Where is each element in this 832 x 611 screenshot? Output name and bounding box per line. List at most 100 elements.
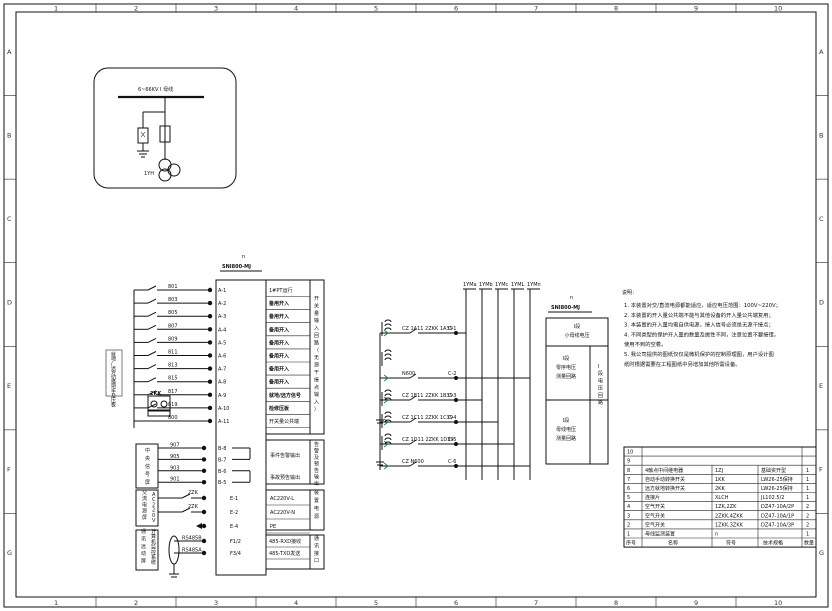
bom-cell: 2KK <box>715 486 725 492</box>
bom-cell: 空气开关 <box>645 521 665 528</box>
circuit-terminal: C-3 <box>448 393 456 399</box>
bom-cell: 基础资开型 <box>761 467 786 474</box>
grid-col-bottom: 5 <box>374 599 378 607</box>
grid-col-top: 1 <box>54 5 58 13</box>
terminal-id: E-1 <box>230 496 238 502</box>
grid-col-bottom: 1 <box>54 599 58 607</box>
terminal-dot <box>207 392 213 397</box>
circuit-label: CZ 1B11 2ZKK 1B39 <box>402 393 453 399</box>
bom-cell: 1 <box>806 468 809 474</box>
input-function: 检修压板 <box>269 405 290 412</box>
bom-cell: 2 <box>627 522 630 528</box>
bom-cell: XLCH <box>715 495 729 501</box>
terminal-id: B-7 <box>218 457 226 463</box>
bom-cell: 4触点中间继电器 <box>645 467 683 474</box>
bom-cell: 连接片 <box>645 494 660 501</box>
notes-title: 说明： <box>622 289 637 296</box>
note-line: 1. 本装置对交/直流电源都能适应，适应电压范围：100V~220V； <box>624 301 781 309</box>
left-note: 就地/远方切换把手及压板 <box>111 351 116 409</box>
terminal-id: A-8 <box>218 380 226 386</box>
note-line: 使用不到的空着。 <box>624 340 666 348</box>
bom-header: 序号 <box>626 540 636 547</box>
grid-row-left: B <box>7 131 11 139</box>
small-bus-label: 1YMa <box>463 282 477 288</box>
input-function: 备用开入 <box>268 326 289 333</box>
input-function: 备用开入 <box>268 379 289 386</box>
grid-row-right: G <box>819 549 824 557</box>
key-label: 2KK <box>150 391 162 397</box>
wire-number: 811 <box>168 350 178 356</box>
note-line: 2. 本装置的开入量公共端不能与其他设备的开入量公共端复用； <box>624 311 774 319</box>
group-f-label: 通讯接口 <box>314 535 319 564</box>
bom-cell: JL102.5/2 <box>760 495 784 501</box>
input-function: 就地/远方信号 <box>269 392 301 399</box>
terminal-dot <box>201 538 207 544</box>
measure-section: I段 <box>563 417 569 424</box>
grid-col-top: 6 <box>454 5 458 13</box>
comm-panel: 通讯远动屏 <box>141 528 146 565</box>
coil-winding <box>384 419 392 423</box>
grid-row-left: F <box>7 466 11 474</box>
terminal-dot <box>201 468 207 473</box>
coil-winding <box>384 389 392 393</box>
bom-cell: 7 <box>627 477 630 483</box>
coil-winding <box>384 319 392 323</box>
coil-winding <box>384 393 392 397</box>
bom-header: 数量 <box>804 540 814 547</box>
grid-col-top: 7 <box>534 5 538 13</box>
terminal-dot <box>201 445 207 451</box>
bom-cell: 8 <box>627 468 630 474</box>
terminal-id: B-8 <box>218 446 226 452</box>
input-function: 备用开入 <box>268 300 289 307</box>
terminal-dot <box>207 366 213 371</box>
grid-col-top: 9 <box>694 5 698 13</box>
circuit-terminal: C-4 <box>448 415 456 421</box>
measure-section: I段 <box>563 355 569 362</box>
primary-diagram: 6~66KV I 母线 1YH <box>93 67 237 189</box>
bom-cell: 1ZKK,3ZKK <box>715 522 744 528</box>
terminal-id: F3/4 <box>230 551 241 557</box>
measure-title: SNI800-MJ <box>551 305 580 311</box>
coil-winding <box>384 327 392 331</box>
terminal-dot <box>201 550 207 556</box>
wire-number: 805 <box>168 310 178 316</box>
grid-col-top: 8 <box>614 5 618 13</box>
output-function: 事件告警输出 <box>270 452 300 459</box>
bom-cell: 1KK <box>715 477 725 483</box>
group-a-label: 开关量输入回路（无源干接点输入） <box>314 296 319 413</box>
notes: 说明： 1. 本装置对交/直流电源都能适应，适应电压范围：100V~220V； 2… <box>622 289 781 368</box>
grid-row-left: E <box>7 382 11 390</box>
coil-winding <box>384 357 392 361</box>
grid-col-top: 4 <box>294 5 298 13</box>
circuit-label: CZ 1D11 2ZKK 1D39 <box>402 437 454 443</box>
grid-col-top: 5 <box>374 5 378 13</box>
bom-cell: 1 <box>806 477 809 483</box>
note-line: 5. 我公司提供的图纸仅仅是微机保护的控制原理图，用户设计图 <box>624 350 774 358</box>
bus-label: 6~66KV I 母线 <box>138 86 173 93</box>
note-line: 3. 本装置的开入量均需自供电源，接入信号必须是无源干接点； <box>624 321 774 329</box>
central-signal-panel: 中央信号屏 <box>145 447 150 486</box>
terminal-title: SNI800-MJ <box>222 264 251 270</box>
grid-row-left: A <box>7 48 12 56</box>
power-function: AC220V-N <box>270 510 295 516</box>
grid-row-right: D <box>819 299 824 307</box>
grid-row-right: B <box>819 131 823 139</box>
terminal-dot <box>207 340 213 345</box>
coil-winding <box>384 349 392 353</box>
bom-cell: 远方就地转换开关 <box>645 485 685 492</box>
comm-function: 485-TXD发送 <box>269 550 300 557</box>
bom-header: 技术规格 <box>763 540 783 547</box>
bom-cell: 自动手动转换开关 <box>645 476 685 483</box>
terminal-id: F1/2 <box>230 539 241 545</box>
bom-cell: 6 <box>627 486 630 492</box>
small-bus-label: 1YML <box>511 282 525 288</box>
bom-cell: DZ47-10A/3P <box>761 522 794 528</box>
grid-col-bottom: 6 <box>454 599 458 607</box>
bom-header: 符号 <box>726 540 736 547</box>
terminal-dot <box>207 314 213 319</box>
wire-number: 800 <box>168 415 178 421</box>
circuit-label: CZ 1A11 2ZKK 1A39 <box>402 326 453 332</box>
terminal-id: A-5 <box>218 340 226 346</box>
output-function: 事故预告输出 <box>270 474 300 481</box>
